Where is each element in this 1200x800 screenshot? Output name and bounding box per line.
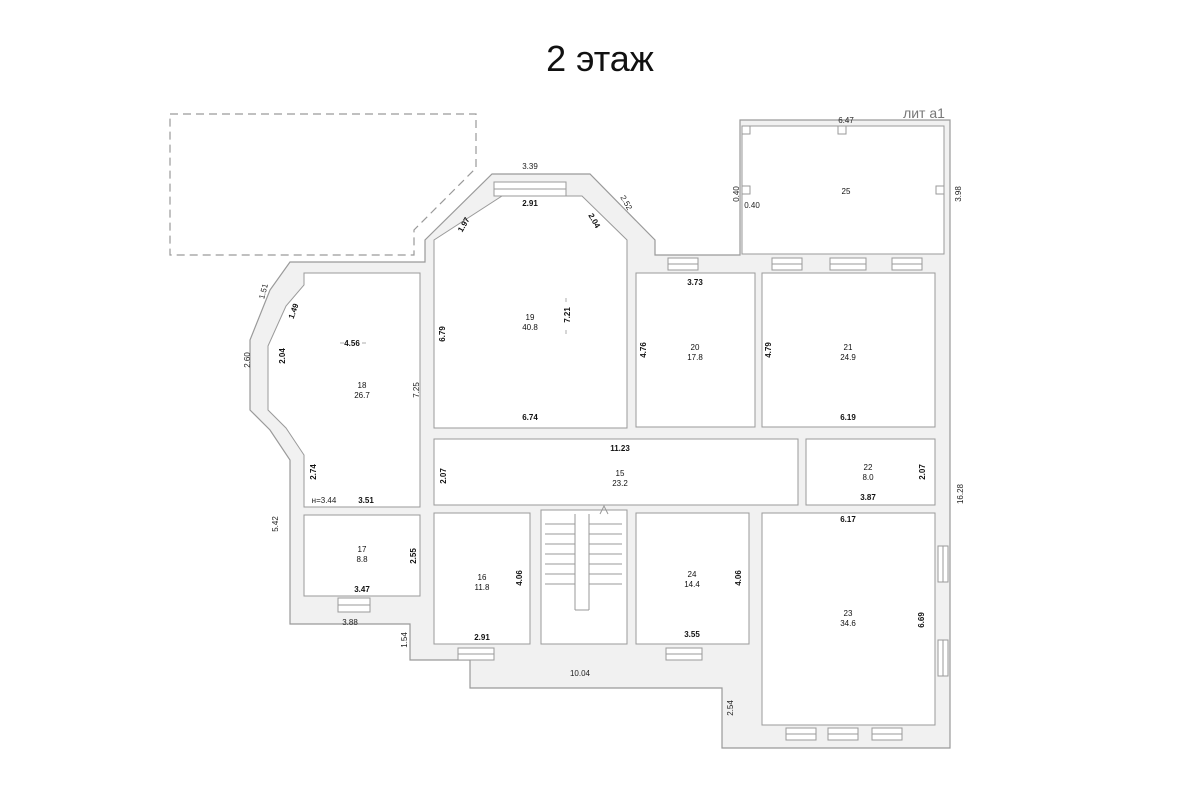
room-16-number: 16 xyxy=(478,573,487,582)
dim-label: 4.56 xyxy=(344,339,360,348)
dim-label: 10.04 xyxy=(570,669,591,678)
dim-label: 4.79 xyxy=(764,342,773,358)
dim-label: 3.51 xyxy=(358,496,374,505)
room-20-number: 20 xyxy=(691,343,700,352)
staircase xyxy=(545,504,622,611)
dim-label: 1.51 xyxy=(257,282,270,300)
dim-label: 16.28 xyxy=(956,483,965,504)
dim-label: 4.06 xyxy=(515,570,524,586)
room-23 xyxy=(761,512,936,726)
windows xyxy=(337,181,949,741)
dim-label: 2.91 xyxy=(474,633,490,642)
room-16 xyxy=(433,512,531,645)
room-22-area: 8.0 xyxy=(862,473,874,482)
room-23-number: 23 xyxy=(844,609,853,618)
dim-label: 6.47 xyxy=(838,116,854,125)
room-18 xyxy=(267,272,421,508)
room-24-number: 24 xyxy=(688,570,697,579)
room-19 xyxy=(433,195,628,429)
dashed-outline xyxy=(169,113,477,256)
room-22-number: 22 xyxy=(864,463,873,472)
dim-label: 11.23 xyxy=(610,444,630,453)
room-19-number: 19 xyxy=(526,313,535,322)
dim-label: 2.91 xyxy=(522,199,538,208)
room-24-area: 14.4 xyxy=(684,580,700,589)
dim-label: 7.21 xyxy=(563,307,572,323)
room-20 xyxy=(635,272,756,428)
room-24 xyxy=(635,512,750,645)
dim-label: 1.54 xyxy=(400,632,409,648)
dim-label: 6.19 xyxy=(840,413,856,422)
room-labels: 19 40.8 18 26.7 20 17.8 21 24.9 15 23.2 … xyxy=(354,105,945,628)
dim-label: 3.88 xyxy=(342,618,358,627)
page-title: 2 этаж xyxy=(546,38,654,79)
room-17-number: 17 xyxy=(358,545,367,554)
room-20-area: 17.8 xyxy=(687,353,703,362)
room-21 xyxy=(761,272,936,428)
dim-label: 2.07 xyxy=(439,468,448,484)
dim-label: 6.17 xyxy=(840,515,856,524)
dim-label: 3.98 xyxy=(954,186,963,202)
room-21-number: 21 xyxy=(844,343,853,352)
dim-label: н=3.44 xyxy=(312,496,337,505)
dim-label: 3.39 xyxy=(522,162,538,171)
room-18-number: 18 xyxy=(358,381,367,390)
room-25-number: 25 xyxy=(842,187,851,196)
room-25 xyxy=(741,125,945,255)
dim-label: 4.76 xyxy=(639,342,648,358)
dim-label: 6.69 xyxy=(917,612,926,628)
room-18-area: 26.7 xyxy=(354,391,370,400)
room-17-area: 8.8 xyxy=(356,555,368,564)
dimension-ticks xyxy=(340,298,567,344)
room-16-area: 11.8 xyxy=(475,583,491,592)
room-21-area: 24.9 xyxy=(840,353,856,362)
dim-label: 6.74 xyxy=(522,413,538,422)
room-22 xyxy=(805,438,936,506)
dim-label: 3.73 xyxy=(687,278,703,287)
stair-hall xyxy=(540,509,628,645)
dim-label: 2.60 xyxy=(243,352,252,368)
dim-label: 5.42 xyxy=(271,516,280,532)
dim-label: 2.07 xyxy=(918,464,927,480)
room-17 xyxy=(303,514,421,597)
dim-label: 3.47 xyxy=(354,585,370,594)
dim-label: 6.79 xyxy=(438,326,447,342)
room-15 xyxy=(433,438,799,506)
dim-label: 4.06 xyxy=(734,570,743,586)
room-19-area: 40.8 xyxy=(522,323,538,332)
dim-label: 2.74 xyxy=(309,464,318,480)
lit-label: лит а1 xyxy=(903,105,945,121)
dim-label: 0.40 xyxy=(744,201,760,210)
room-15-area: 23.2 xyxy=(612,479,628,488)
dim-label: 2.55 xyxy=(409,548,418,564)
dim-label: 2.54 xyxy=(726,700,735,716)
room-23-area: 34.6 xyxy=(840,619,856,628)
dim-label: 2.04 xyxy=(278,348,287,364)
dim-label: 3.87 xyxy=(860,493,876,502)
dim-label: 0.40 xyxy=(732,186,741,202)
dim-label: 7.25 xyxy=(412,382,421,398)
room-15-number: 15 xyxy=(616,469,625,478)
dim-label: 3.55 xyxy=(684,630,700,639)
